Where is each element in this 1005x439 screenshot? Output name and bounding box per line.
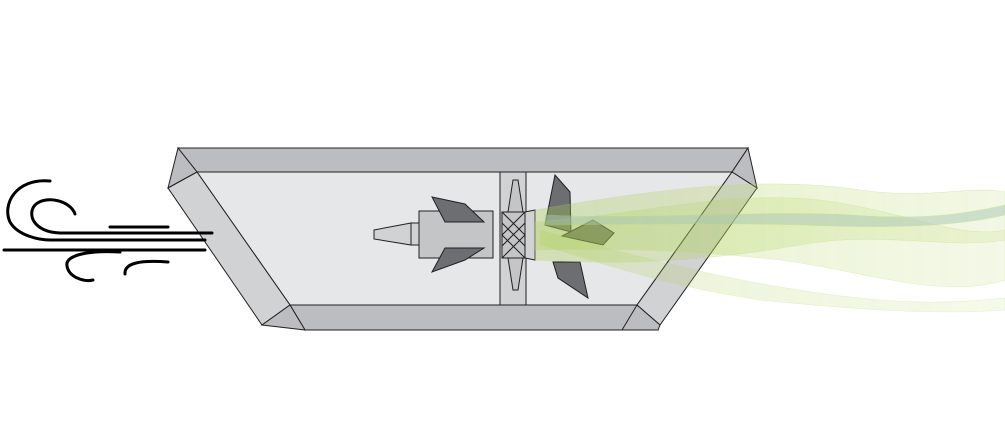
rear-fin-bottom [552,261,589,300]
tunnel-outlet-corner [621,304,661,331]
rocket-fin-top [431,196,486,223]
rocket-fin-bottom [430,247,486,273]
wind-icon [2,179,214,282]
airflow-plume [534,183,1005,313]
rocket-tail-cone [524,209,536,261]
tunnel-inlet-corner [260,304,306,331]
tunnel-bottom-wall [289,304,660,331]
rocket-nose-ring [410,222,420,246]
tunnel-top-wall [176,147,749,173]
